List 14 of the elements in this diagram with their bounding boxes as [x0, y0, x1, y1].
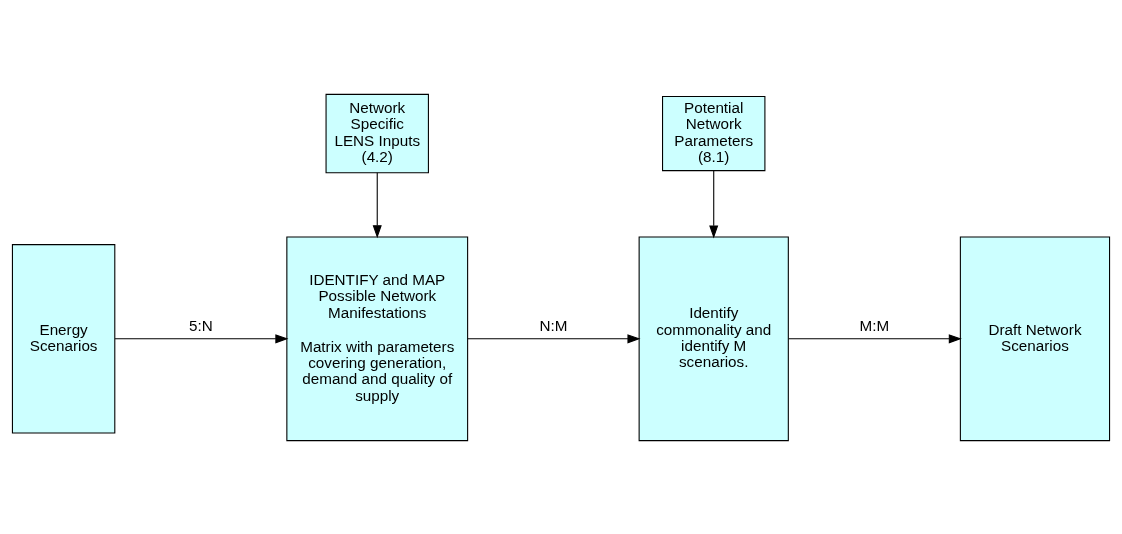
node-box: Network Specific LENS Inputs (4.2): [325, 93, 429, 173]
node-box: Energy Scenarios: [11, 243, 116, 434]
arrow: [467, 333, 641, 343]
edge-label: 5:N: [188, 316, 213, 334]
edge-label: M:M: [859, 316, 890, 334]
node-box: Identify commonality and identify M scenarios.: [638, 235, 789, 441]
arrow: [114, 333, 289, 343]
edge-label: N:M: [539, 316, 568, 334]
arrow: [372, 171, 382, 238]
node-box: Potential Network Parameters (8.1): [662, 95, 766, 171]
arrow: [788, 333, 962, 343]
arrow: [709, 169, 719, 238]
node-box: Draft Network Scenarios: [959, 235, 1111, 441]
node-box: IDENTIFY and MAP Possible Network Manifestations Matrix with parameters covering generation, demand and quality of supply: [286, 235, 469, 441]
